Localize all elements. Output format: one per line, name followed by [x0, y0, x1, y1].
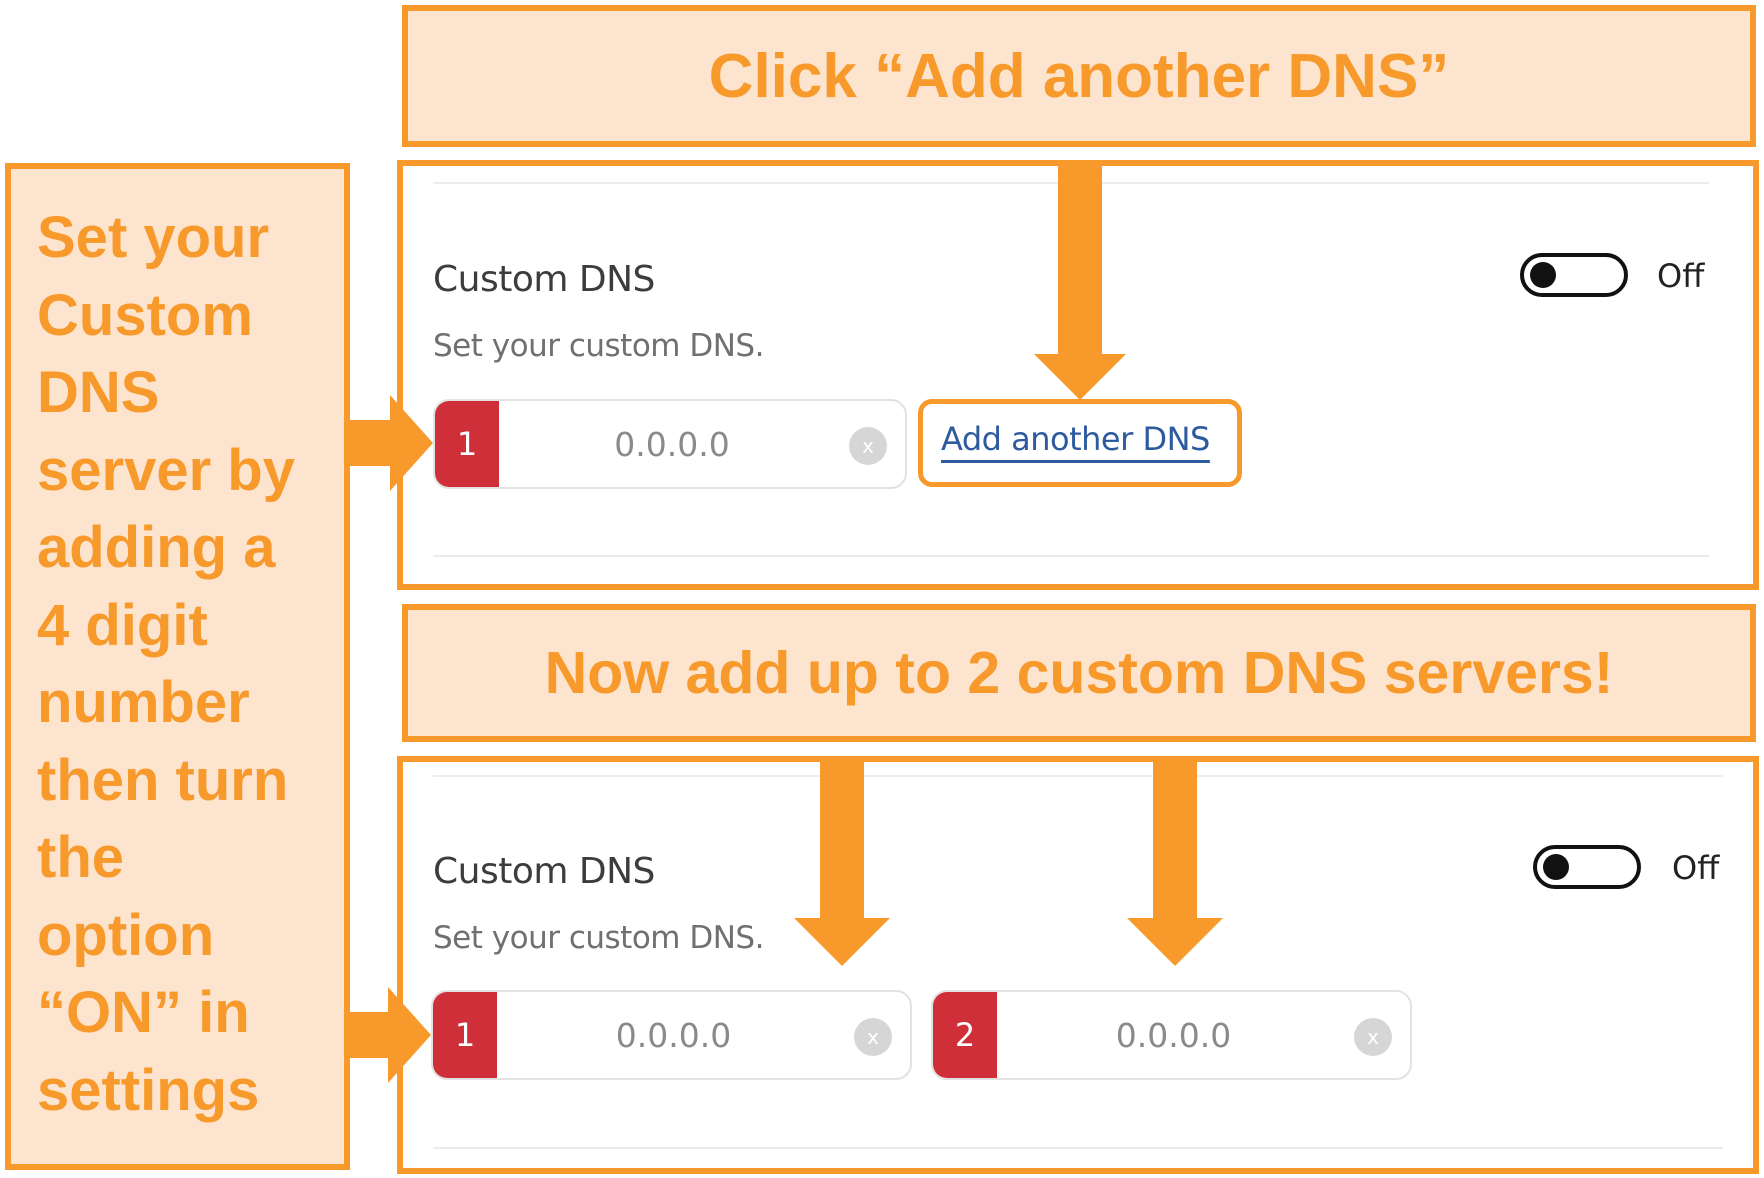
divider — [433, 555, 1709, 557]
dns-input-1[interactable] — [499, 401, 845, 487]
instruction-line: adding a — [37, 515, 276, 580]
custom-dns-panel-before — [397, 160, 1759, 590]
custom-dns-panel-after — [397, 756, 1759, 1174]
dns-input-1[interactable] — [497, 992, 850, 1078]
instruction-line: number — [37, 670, 250, 735]
dns-field-1: 1 x — [433, 399, 907, 489]
toggle-knob — [1530, 262, 1556, 288]
toggle-state-label: Off — [1672, 849, 1720, 887]
instruction-line: server by — [37, 437, 295, 503]
dns-index-badge: 1 — [433, 992, 497, 1078]
clear-icon[interactable]: x — [854, 1018, 892, 1056]
instruction-text-middle: Now add up to 2 custom DNS servers! — [544, 640, 1614, 706]
dns-input-2[interactable] — [997, 992, 1350, 1078]
dns-index-badge: 2 — [933, 992, 997, 1078]
clear-icon[interactable]: x — [849, 427, 887, 465]
instruction-line: 4 digit — [37, 592, 208, 658]
divider — [433, 1147, 1723, 1149]
instruction-line: “ON” in — [37, 980, 250, 1045]
add-another-dns-link[interactable]: Add another DNS — [941, 420, 1210, 458]
instruction-callout-top: Click “Add another DNS” — [402, 5, 1756, 147]
instruction-callout-middle: Now add up to 2 custom DNS servers! — [402, 604, 1756, 742]
dns-field-1: 1 x — [431, 990, 912, 1080]
dns-index-badge: 1 — [435, 401, 499, 487]
toggle-knob — [1543, 854, 1569, 880]
custom-dns-title: Custom DNS — [433, 851, 655, 892]
dns-field-2: 2 x — [931, 990, 1412, 1080]
instruction-line: settings — [37, 1057, 260, 1123]
instruction-callout-left: Set your Custom DNS server by adding a 4… — [5, 163, 350, 1170]
custom-dns-toggle[interactable] — [1533, 845, 1641, 889]
clear-icon[interactable]: x — [1354, 1018, 1392, 1056]
custom-dns-subtitle: Set your custom DNS. — [433, 920, 764, 956]
instruction-line: Set your — [37, 205, 270, 270]
divider — [433, 182, 1709, 184]
instruction-line: option — [37, 902, 215, 968]
custom-dns-toggle[interactable] — [1520, 253, 1628, 297]
custom-dns-subtitle: Set your custom DNS. — [433, 328, 764, 364]
toggle-state-label: Off — [1657, 257, 1705, 295]
add-another-dns-highlight: Add another DNS — [918, 399, 1242, 487]
divider — [433, 775, 1723, 777]
instruction-line: DNS — [37, 360, 160, 425]
custom-dns-title: Custom DNS — [433, 259, 655, 300]
instruction-text-top: Click “Add another DNS” — [708, 41, 1450, 111]
instruction-line: the — [37, 825, 124, 890]
instruction-line: then turn — [37, 747, 289, 813]
instruction-line: Custom — [37, 282, 253, 348]
